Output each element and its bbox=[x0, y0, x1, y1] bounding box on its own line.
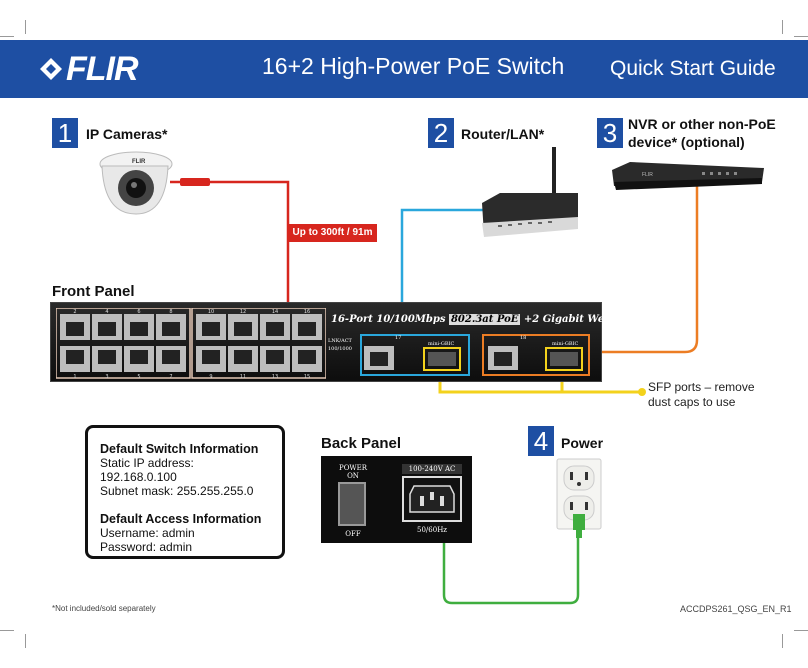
step-badge-1: 1 bbox=[52, 118, 78, 148]
sfp-dot bbox=[638, 388, 646, 396]
step-badge-2: 2 bbox=[428, 118, 454, 148]
svg-text:8: 8 bbox=[169, 309, 172, 315]
step-badge-4: 4 bbox=[528, 426, 554, 456]
svg-text:9: 9 bbox=[209, 374, 212, 380]
camera-brand: FLIR bbox=[132, 159, 146, 165]
svg-text:12: 12 bbox=[240, 309, 246, 315]
nvr-cable bbox=[596, 182, 699, 354]
led-label-speed: 100/1000 bbox=[328, 346, 352, 352]
footer-note: *Not included/sold separately bbox=[52, 604, 156, 613]
step-label-4: Power bbox=[561, 435, 604, 451]
crop-mark bbox=[25, 20, 26, 34]
uplink-ports bbox=[364, 346, 583, 371]
power-on-line1: POWER bbox=[338, 464, 368, 472]
svg-text:7: 7 bbox=[169, 374, 172, 380]
switch-info-heading: Default Switch Information bbox=[100, 442, 259, 456]
port-group-17 bbox=[360, 334, 470, 376]
static-ip-text: Static IP address: 192.168.0.100 bbox=[100, 456, 194, 484]
svg-text:5: 5 bbox=[137, 374, 140, 380]
nvr-brand: FLIR bbox=[642, 172, 653, 178]
sfp-note-line2: dust caps to use bbox=[648, 395, 736, 409]
voltage-label-box bbox=[402, 464, 462, 474]
svg-text:3: 3 bbox=[105, 374, 108, 380]
svg-text:11: 11 bbox=[240, 374, 246, 380]
led-label-lnk: LNK/ACT bbox=[328, 338, 352, 344]
router-cable bbox=[400, 208, 483, 333]
power-switch[interactable] bbox=[338, 482, 366, 526]
crop-mark bbox=[782, 20, 783, 34]
back-panel-label: Back Panel bbox=[321, 435, 402, 452]
sfp-17-label: mini-GBIC bbox=[428, 341, 455, 347]
sfp-18-label: mini-GBIC bbox=[552, 341, 579, 347]
subnet-mask-text: Subnet mask: 255.255.255.0 bbox=[100, 484, 254, 498]
crop-mark bbox=[794, 36, 808, 37]
dome-camera-icon: FLIR bbox=[99, 151, 173, 215]
power-off-label: OFF bbox=[345, 530, 361, 538]
port-17-number: 17 bbox=[395, 335, 402, 341]
step-label-2: Router/LAN* bbox=[461, 126, 545, 142]
step-label-1: IP Cameras* bbox=[86, 126, 168, 142]
ac-inlet-icon bbox=[402, 476, 462, 522]
switch-text-after: +2 Gigabit Web Smart Switch bbox=[523, 314, 690, 325]
power-on-line2: ON bbox=[347, 472, 359, 480]
svg-text:15: 15 bbox=[304, 374, 310, 380]
step-label-3-line2: device* (optional) bbox=[628, 134, 745, 150]
port-group-18 bbox=[482, 334, 590, 376]
header-banner bbox=[0, 40, 808, 98]
wall-outlet-icon bbox=[556, 458, 602, 538]
camera-cable bbox=[170, 180, 290, 305]
switch-text-highlight: 802.3at PoE bbox=[448, 314, 521, 325]
default-info-box: Default Switch Information Static IP add… bbox=[85, 425, 285, 559]
flir-logo-icon bbox=[40, 58, 62, 80]
distance-tag: Up to 300ft / 91m bbox=[288, 224, 377, 242]
document-code: ACCDPS261_QSG_EN_R1 bbox=[680, 604, 792, 614]
nvr-icon: FLIR bbox=[612, 162, 764, 190]
switch-text-before: 16-Port 10/100Mbps bbox=[331, 314, 446, 325]
access-info-heading: Default Access Information bbox=[100, 512, 262, 526]
svg-text:10: 10 bbox=[208, 309, 214, 315]
power-cable bbox=[442, 530, 580, 605]
router-icon bbox=[482, 147, 578, 237]
svg-text:1: 1 bbox=[73, 374, 76, 380]
password-text: Password: admin bbox=[100, 540, 193, 554]
svg-text:2: 2 bbox=[73, 309, 76, 315]
voltage-label: 100-240V AC bbox=[408, 465, 456, 473]
svg-text:6: 6 bbox=[137, 309, 140, 315]
svg-text:14: 14 bbox=[272, 309, 278, 315]
crop-mark bbox=[0, 36, 14, 37]
crop-mark bbox=[782, 634, 783, 648]
step-badge-3: 3 bbox=[597, 118, 623, 148]
page-title: 16+2 High-Power PoE Switch bbox=[262, 53, 565, 79]
camera-connector bbox=[180, 178, 210, 186]
svg-text:16: 16 bbox=[304, 309, 310, 315]
step-label-3-line1: NVR or other non-PoE bbox=[628, 116, 776, 132]
crop-mark bbox=[0, 630, 14, 631]
port-18-number: 18 bbox=[520, 335, 527, 341]
front-panel-label: Front Panel bbox=[52, 283, 135, 300]
sfp-note-line1: SFP ports – remove bbox=[648, 380, 755, 394]
brand-logo-text: FLIR bbox=[66, 50, 139, 88]
frequency-label: 50/60Hz bbox=[417, 526, 447, 534]
username-text: Username: admin bbox=[100, 526, 195, 540]
svg-text:13: 13 bbox=[272, 374, 278, 380]
crop-mark bbox=[25, 634, 26, 648]
svg-text:4: 4 bbox=[105, 309, 108, 315]
crop-mark bbox=[794, 630, 808, 631]
switch-model-text: 16-Port 10/100Mbps 802.3at PoE +2 Gigabi… bbox=[331, 314, 690, 325]
guide-title: Quick Start Guide bbox=[610, 57, 776, 80]
